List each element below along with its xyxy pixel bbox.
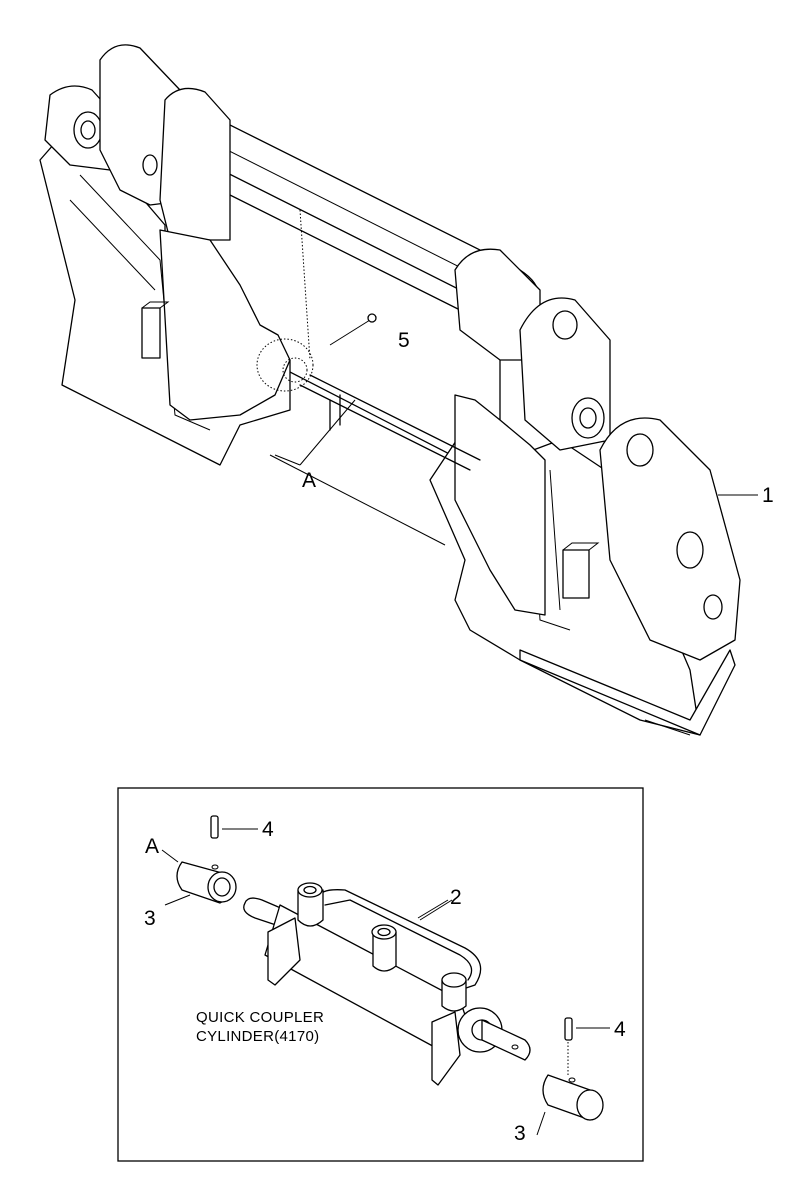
callout-3-upper: 3 (144, 907, 156, 930)
callout-4-lower: 4 (614, 1018, 626, 1041)
pin-lower (536, 1074, 604, 1136)
cylinder-body (243, 882, 531, 1086)
right-rear-lug (454, 248, 541, 361)
callout-1: 1 (762, 484, 774, 507)
quick-coupler-frame (39, 44, 741, 736)
bottom-plate (519, 649, 736, 736)
internal-cylinder-rod (299, 374, 481, 471)
roll-pin-lower (564, 1017, 610, 1075)
right-front-lug (599, 417, 741, 661)
pin-upper (176, 861, 237, 904)
port-2 (371, 924, 397, 972)
callout-5: 5 (398, 329, 410, 352)
grease-nipple-icon (367, 313, 377, 323)
port-1 (297, 882, 324, 927)
piston-rod (481, 1019, 531, 1061)
left-latch-plate (159, 229, 291, 421)
callout-2: 2 (450, 886, 462, 909)
callout-a-top: A (302, 469, 316, 492)
callout-3-lower: 3 (514, 1122, 526, 1145)
mount-plate-right (431, 1011, 461, 1086)
port-3 (441, 972, 467, 1012)
mount-plate-left (267, 917, 301, 986)
roll-pin-upper (210, 815, 258, 839)
callout-a-detail: A (145, 835, 159, 858)
right-latch-plate (454, 394, 546, 616)
detail-caption-line1: QUICK COUPLER (196, 1009, 324, 1026)
left-inner-lug (159, 87, 231, 241)
cylinder-mount-hidden (256, 338, 314, 392)
main-leaders (274, 319, 758, 496)
detail-caption-line2: CYLINDER(4170) (196, 1028, 319, 1045)
callout-4-upper: 4 (262, 818, 274, 841)
detail-frame (117, 787, 644, 1162)
